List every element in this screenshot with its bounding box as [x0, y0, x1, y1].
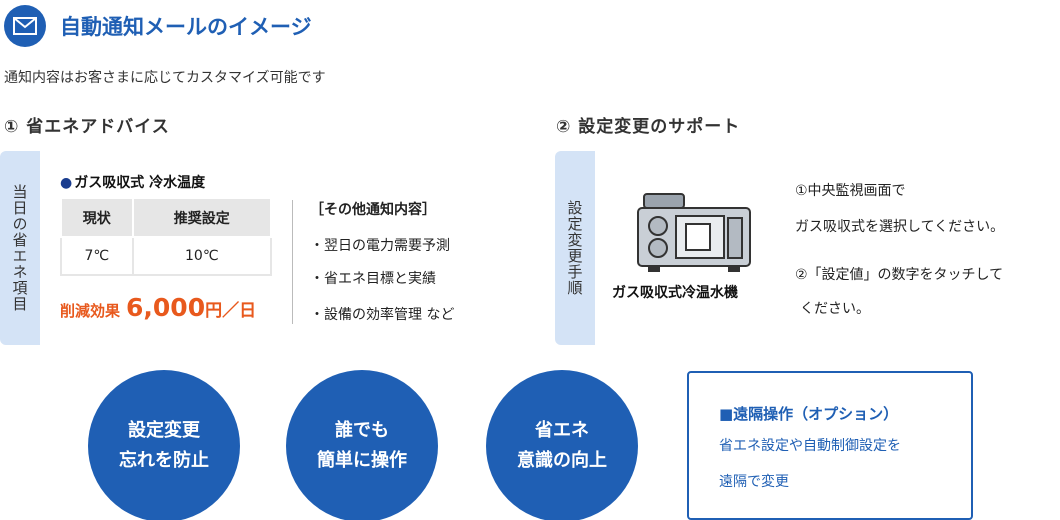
saving-amount: 6,000: [126, 293, 206, 322]
divider: [292, 200, 293, 324]
page-title: 自動通知メールのイメージ: [60, 15, 312, 39]
other-heading: ［その他通知内容］: [310, 202, 436, 218]
header: 自動通知メールのイメージ: [0, 4, 312, 48]
step-line: ①中央監視画面で: [795, 183, 906, 199]
saving-effect: 削減効果 6,000円／日: [60, 293, 256, 322]
benefit-line: 設定変更: [128, 420, 200, 441]
step-line: ②「設定値」の数字をタッチして: [795, 267, 1004, 283]
machine-label: ガス吸収式冷温水機: [612, 285, 738, 301]
saving-label: 削減効果: [60, 302, 121, 320]
benefit-awareness: 省エネ 意識の向上: [486, 370, 638, 520]
table-cell-current: 7℃: [60, 236, 134, 276]
benefit-line: 意識の向上: [517, 450, 607, 471]
remote-line: 遠隔で変更: [719, 474, 789, 490]
table-header-recommended: 推奨設定: [131, 199, 273, 238]
list-item: ・設備の効率管理 など: [310, 307, 455, 323]
remote-heading: ■遠隔操作（オプション）: [719, 405, 899, 423]
bullet-dot-icon: ●: [60, 175, 73, 191]
remote-line: 省エネ設定や自動制御設定を: [719, 438, 901, 454]
tab-today-items-label: 当日の省エネ項目: [10, 184, 29, 312]
chiller-machine-icon: [637, 193, 751, 272]
mail-icon: [4, 5, 46, 47]
gas-heading: ●ガス吸収式 冷水温度: [60, 172, 205, 192]
table-row: 7℃ 10℃: [60, 236, 273, 276]
benefit-line: 簡単に操作: [317, 450, 407, 471]
benefit-easy-operation: 誰でも 簡単に操作: [286, 370, 438, 520]
list-item: ・省エネ目標と実績: [310, 271, 436, 287]
table-header-current: 現状: [60, 199, 134, 238]
benefit-line: 誰でも: [335, 420, 389, 441]
remote-operation-box: ■遠隔操作（オプション） 省エネ設定や自動制御設定を 遠隔で変更: [687, 371, 973, 520]
benefit-line: 省エネ: [535, 420, 589, 441]
section-heading-advice: ① 省エネアドバイス: [4, 117, 170, 137]
temperature-table: 現状 推奨設定 7℃ 10℃: [60, 199, 273, 276]
benefit-line: 忘れを防止: [119, 450, 209, 471]
saving-unit: 円／日: [205, 301, 257, 321]
table-header-row: 現状 推奨設定: [60, 199, 273, 238]
tab-setting-steps-label: 設定変更手順: [565, 200, 584, 296]
page-subtitle: 通知内容はお客さまに応じてカスタマイズ可能です: [4, 70, 326, 86]
table-cell-recommended: 10℃: [131, 236, 273, 276]
section-heading-support: ② 設定変更のサポート: [556, 117, 741, 137]
benefit-prevent-forget: 設定変更 忘れを防止: [88, 370, 240, 520]
tab-today-items: 当日の省エネ項目: [0, 151, 40, 345]
gas-heading-text: ガス吸収式 冷水温度: [74, 175, 206, 191]
tab-setting-steps: 設定変更手順: [555, 151, 595, 345]
step-line: ガス吸収式を選択してください。: [795, 219, 1005, 235]
step-line: ください。: [800, 301, 870, 317]
list-item: ・翌日の電力需要予測: [310, 238, 450, 254]
